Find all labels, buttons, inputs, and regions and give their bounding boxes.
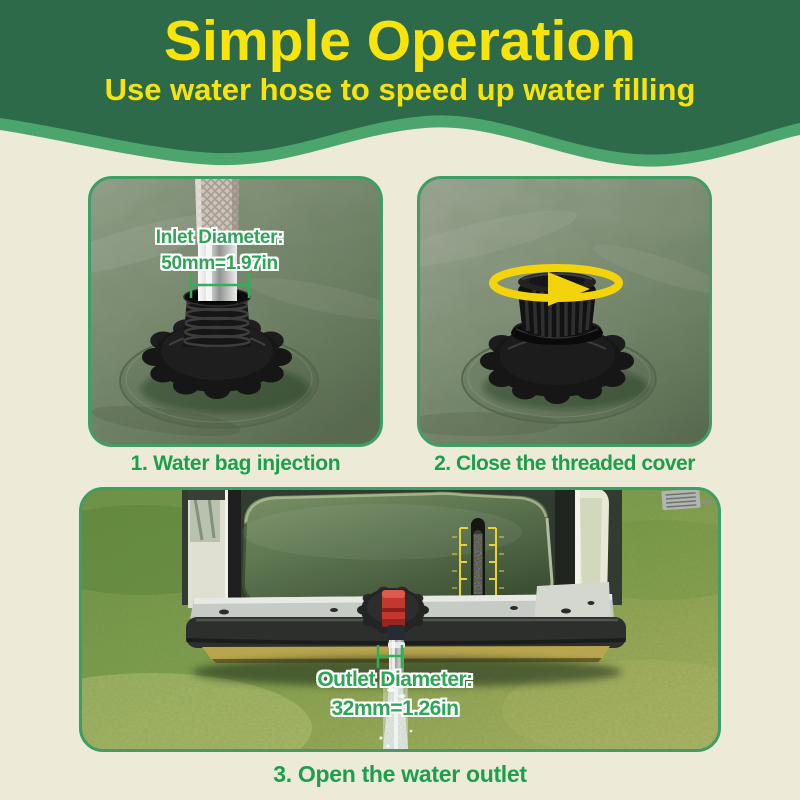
step1-photo-card: Inlet Diameter: 50mm=1.97in [88,176,383,447]
page-title: Simple Operation [164,9,636,73]
ac-unit [661,490,713,511]
step3-photo [82,490,718,749]
car-left-pillar [188,490,230,608]
page-subtitle: Use water hose to speed up water filling [104,72,696,107]
step2-caption: 2. Close the threaded cover [434,452,695,475]
header-bg-shape [0,0,800,155]
water-hose [195,179,239,301]
left-door-jamb [228,490,241,602]
under-car-shadow [192,657,622,687]
water-level-gauge [452,518,504,604]
valve-red-lever [382,590,405,627]
step3-caption: 3. Open the water outlet [273,761,527,787]
step1-caption: 1. Water bag injection [130,452,341,475]
outlet-diameter-annotation: Outlet Diameter: 32mm=1.26in [82,666,713,724]
inlet-diameter-value: 50mm=1.97in [161,253,278,275]
rotation-arrow-icon [489,264,623,306]
step2-photo-card [417,176,712,447]
right-door-jamb [555,490,575,595]
outlet-valve [357,586,429,686]
inlet-diameter-label: Inlet Diameter: [155,227,284,248]
outlet-measure-bracket [376,645,404,668]
inlet-diameter-annotation: Inlet Diameter: 50mm=1.97in [91,225,364,277]
water-stream [379,686,413,749]
header-wave [0,0,800,167]
inlet-measure-bracket [189,273,251,298]
tailgate-ledge [190,582,614,624]
header-banner: Simple Operation Use water hose to speed… [0,0,800,172]
step3-photo-card: Outlet Diameter: 32mm=1.26in [79,487,721,752]
outlet-diameter-label: Outlet Diameter: [317,668,473,691]
step2-photo [420,179,709,444]
step1-photo [91,179,380,444]
outlet-diameter-value: 32mm=1.26in [331,696,459,720]
